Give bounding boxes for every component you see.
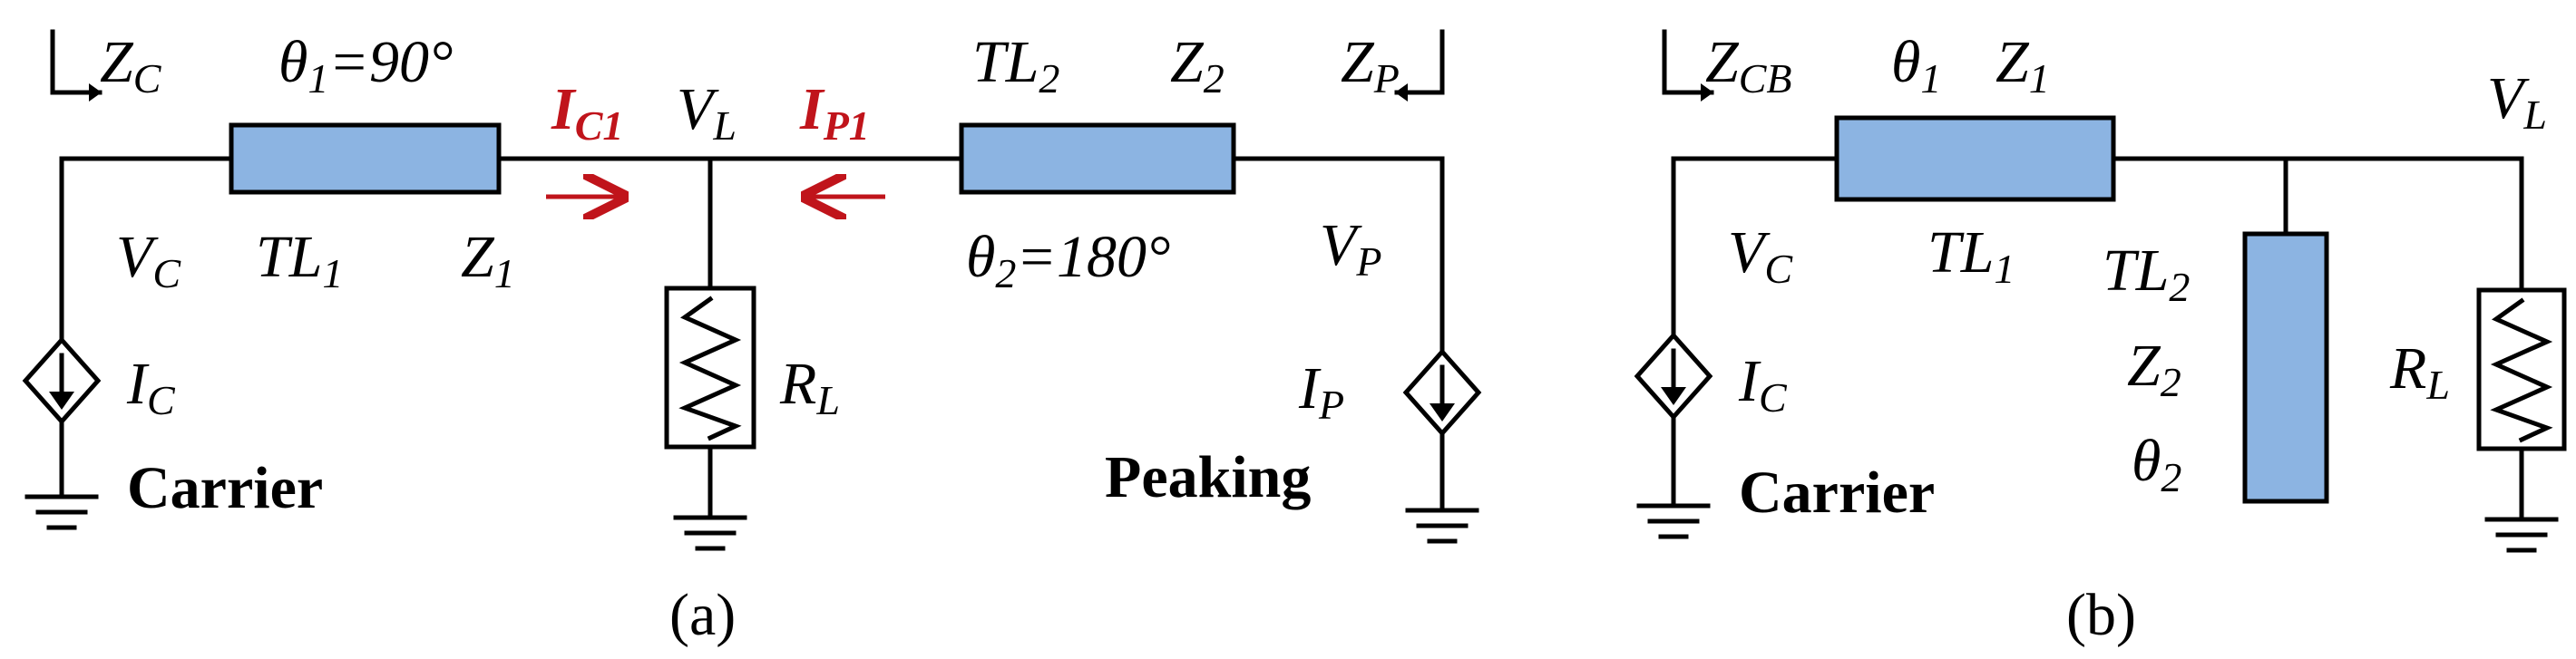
caption-a: (a) [669,582,736,648]
label-ip: IP [1298,355,1344,428]
ground-icon [24,494,99,530]
circuit-b: ZCB θ1 Z1 VL VC TL1 TL2 Z2 θ2 IC RL Carr… [1634,29,2567,648]
label-tl2-b: TL2 [2103,237,2190,310]
label-theta2-b: θ2 [2132,428,2181,500]
label-theta1: θ1=90° [278,29,453,102]
label-vl-b: VL [2487,65,2547,138]
ground-icon [2484,517,2559,553]
label-ic-b: IC [1738,348,1788,421]
label-z1-b: Z1 [1995,29,2050,102]
label-ic1: IC1 [551,76,623,149]
current-source-carrier-b [1634,332,1713,421]
label-vp: VP [1320,212,1381,285]
impedance-arrow-zcb [1662,29,1714,102]
circuit-a: ZC θ1=90° IC1 VL IP1 TL2 Z2 ZP VC TL1 Z1… [22,29,1482,648]
tl2-a [959,122,1236,195]
label-peaking: Peaking [1105,444,1311,510]
label-zcb: ZCB [1705,29,1792,102]
ground-icon [673,515,747,551]
label-zc: ZC [100,29,162,102]
label-tl2-a: TL2 [972,29,1059,102]
impedance-arrow-zp [1394,29,1445,102]
label-theta2-a: θ2=180° [966,224,1170,296]
label-carrier-b: Carrier [1739,460,1935,526]
label-z1-a: Z1 [461,224,515,296]
current-source-carrier-a [22,336,102,425]
tl2-stub-b [2242,231,2329,504]
label-ip1: IP1 [799,76,870,149]
label-vl-a: VL [677,76,737,149]
label-vc-a: VC [116,224,181,296]
label-z2-b: Z2 [2127,333,2181,405]
label-ic-a: IC [126,351,176,423]
tl1-a [229,122,502,195]
label-tl1-a: TL1 [256,224,343,296]
label-vc-b: VC [1728,219,1793,292]
label-tl1-b: TL1 [1927,219,2015,292]
label-rl-a: RL [779,351,840,423]
label-carrier-a: Carrier [127,455,323,521]
ground-icon [1636,503,1711,539]
label-z2-a: Z2 [1170,29,1225,102]
label-theta1-b: θ1 [1891,29,1941,102]
label-zp: ZP [1341,29,1400,102]
current-source-peaking-a [1402,348,1482,437]
ground-icon [1405,508,1479,544]
load-resistor-a [664,286,756,450]
tl1-b [1834,115,2116,202]
label-rl-b: RL [2389,335,2450,408]
load-resistor-b [2476,287,2567,451]
caption-b: (b) [2066,582,2136,648]
impedance-arrow-zc [50,29,102,102]
